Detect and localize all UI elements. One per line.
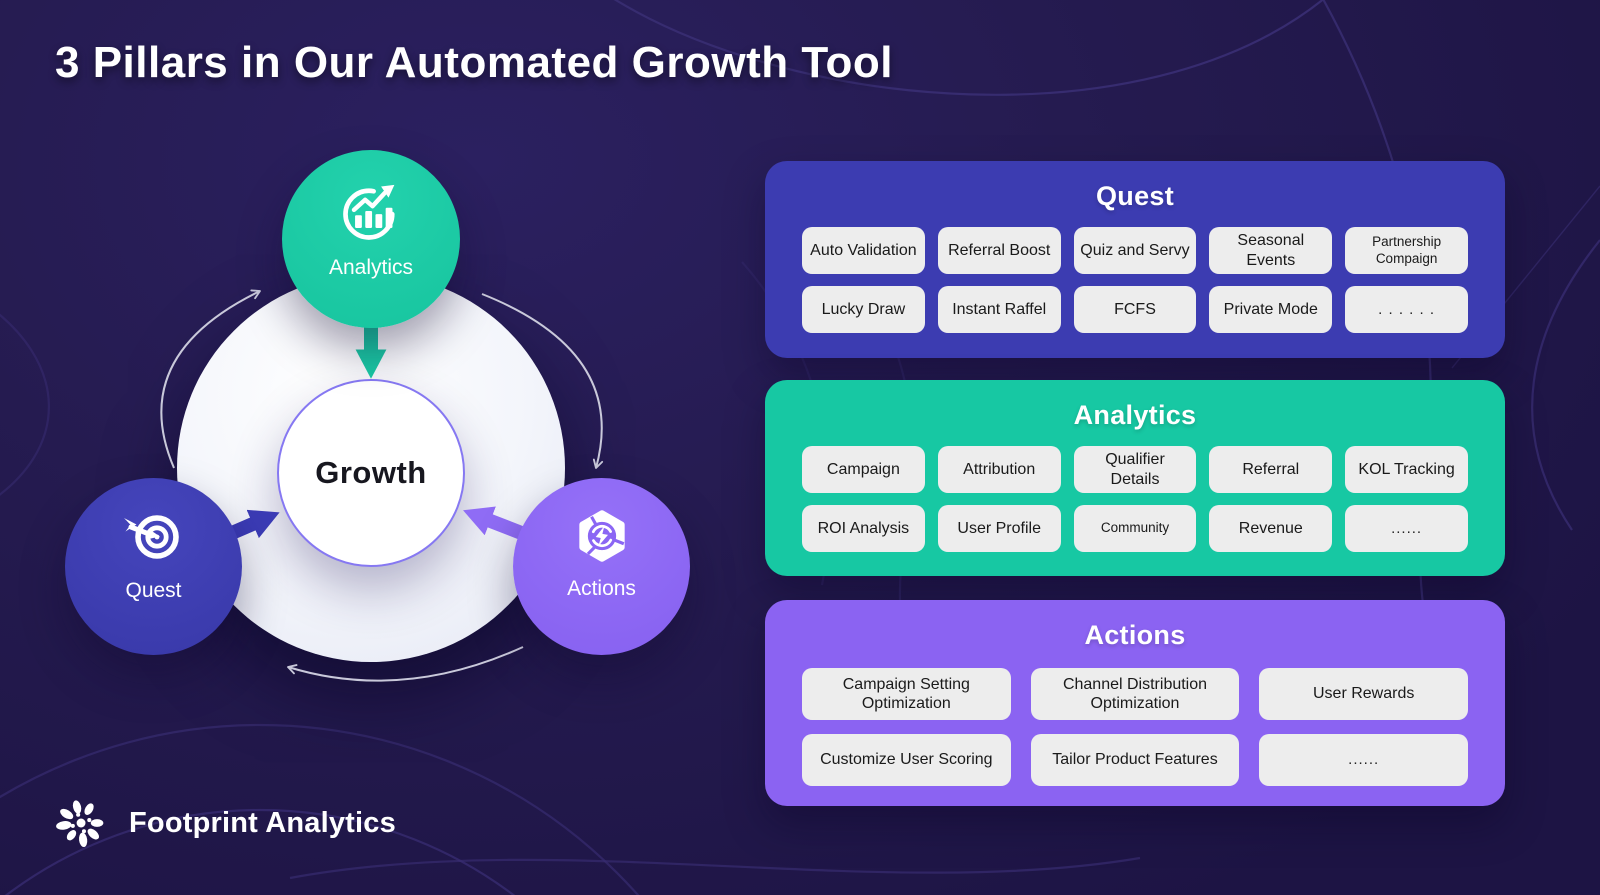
quest-chip-grid: Auto Validation Referral Boost Quiz and …	[765, 227, 1505, 333]
chip-revenue: Revenue	[1209, 505, 1333, 552]
chip-instant-raffel: Instant Raffel	[937, 286, 1061, 333]
chip-lucky-draw: Lucky Draw	[802, 286, 925, 333]
chip-fcfs: FCFS	[1073, 286, 1197, 333]
chip-partnership-compaign: Partnership Compaign	[1345, 227, 1468, 274]
pillar-circle-analytics: Analytics	[282, 150, 460, 328]
quest-panel: Quest Auto Validation Referral Boost Qui…	[765, 161, 1505, 358]
analytics-chip-grid: Campaign Attribution Qualifier Details R…	[765, 446, 1505, 552]
pillar-circle-quest: Quest	[65, 478, 242, 655]
chip-analytics-more: ......	[1345, 505, 1468, 552]
growth-center-label: Growth	[315, 455, 427, 490]
chip-channel-distribution-optimization: Channel Distribution Optimization	[1030, 668, 1240, 720]
chip-kol-tracking: KOL Tracking	[1345, 446, 1468, 493]
chip-tailor-product-features: Tailor Product Features	[1030, 734, 1240, 786]
page-title: 3 Pillars in Our Automated Growth Tool	[55, 38, 893, 87]
chip-referral-boost: Referral Boost	[937, 227, 1061, 274]
chip-roi-analysis: ROI Analysis	[802, 505, 925, 552]
analytics-panel-title: Analytics	[1073, 400, 1197, 430]
chip-qualifier-details: Qualifier Details	[1073, 446, 1197, 493]
pillar-label-actions: Actions	[567, 577, 636, 600]
trend-chart-icon	[343, 184, 395, 240]
chip-customize-user-scoring: Customize User Scoring	[802, 734, 1011, 786]
pillar-label-analytics: Analytics	[328, 256, 414, 279]
chip-seasonal-events: Seasonal Events	[1209, 227, 1333, 274]
footprint-analytics-brand: Footprint Analytics	[52, 792, 396, 854]
chip-attribution: Attribution	[937, 446, 1061, 493]
actions-panel-title: Actions	[1084, 620, 1186, 650]
growth-center-circle: Growth	[277, 379, 465, 567]
chip-user-rewards: User Rewards	[1259, 668, 1468, 720]
pillar-circle-actions: Actions	[513, 478, 690, 655]
chip-auto-validation: Auto Validation	[802, 227, 925, 274]
chip-campaign: Campaign	[802, 446, 925, 493]
chip-user-profile: User Profile	[937, 505, 1061, 552]
chip-quest-more: . . . . . .	[1345, 286, 1468, 333]
footprint-logo-icon	[56, 800, 104, 848]
analytics-panel: Analytics Campaign Attribution Qualifier…	[765, 380, 1505, 576]
chip-private-mode: Private Mode	[1209, 286, 1333, 333]
actions-panel: Actions Campaign Setting Optimization Ch…	[765, 600, 1505, 806]
chip-community: Community	[1073, 505, 1197, 552]
chip-campaign-setting-optimization: Campaign Setting Optimization	[802, 668, 1011, 720]
chip-referral: Referral	[1209, 446, 1333, 493]
cube-bolt-icon	[578, 510, 625, 562]
chip-actions-more: ......	[1259, 734, 1468, 786]
actions-chip-grid: Campaign Setting Optimization Channel Di…	[765, 668, 1505, 786]
quest-panel-title: Quest	[1095, 181, 1175, 211]
chip-quiz-and-servy: Quiz and Servy	[1073, 227, 1197, 274]
pillar-label-quest: Quest	[125, 579, 182, 602]
brand-name: Footprint Analytics	[129, 806, 396, 839]
target-dart-icon	[123, 515, 179, 559]
